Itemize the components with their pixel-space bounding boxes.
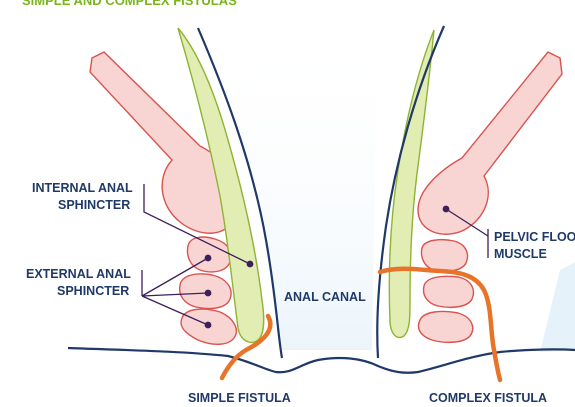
pelvic-floor-leader-line: [445, 208, 489, 237]
external-sphincter-label-group: EXTERNAL ANAL SPHINCTER: [26, 254, 212, 329]
right-external-sphincter-bottom: [417, 310, 474, 344]
complex-fistula-tract: [377, 266, 503, 383]
left-canal-fill: [198, 30, 376, 350]
internal-sphincter-pointer-dot: [246, 260, 254, 268]
right-external-sphincter-top: [420, 239, 469, 272]
right-edge-shading: [540, 262, 575, 352]
simple-fistula-tract: [219, 313, 273, 381]
pelvic-floor-label-line1: PELVIC FLOO: [494, 230, 575, 244]
external-sphincter-dot-3: [204, 321, 212, 329]
external-sphincter-leader-2: [141, 292, 209, 297]
simple-fistula-caption: SIMPLE FISTULA: [188, 391, 291, 405]
right-anatomy: [376, 25, 575, 359]
internal-sphincter-label-line1: INTERNAL ANAL: [32, 181, 133, 195]
pelvic-floor-label-group: PELVIC FLOO MUSCLE: [442, 205, 575, 261]
left-canal-wall: [196, 27, 284, 359]
skin-line: [67, 346, 575, 374]
right-pelvic-floor-muscle: [417, 51, 563, 235]
internal-sphincter-label-group: INTERNAL ANAL SPHINCTER: [32, 181, 254, 268]
right-canal-wall: [376, 25, 446, 359]
pelvic-floor-label-line2: MUSCLE: [494, 247, 547, 261]
external-sphincter-label-line2: SPHINCTER: [57, 284, 129, 298]
anal-canal-label: ANAL CANAL: [284, 290, 366, 304]
internal-sphincter-label-line2: SPHINCTER: [58, 198, 130, 212]
complex-fistula-caption: COMPLEX FISTULA: [429, 391, 547, 405]
left-anatomy: [89, 27, 376, 359]
pelvic-floor-pointer-dot: [442, 205, 450, 213]
external-sphincter-dot-1: [204, 254, 212, 262]
external-sphincter-leader-3: [141, 295, 209, 326]
body-outline: [67, 346, 575, 374]
right-external-sphincter-middle: [422, 275, 475, 308]
diagram-title: SIMPLE AND COMPLEX FISTULAS: [22, 0, 237, 8]
external-sphincter-label-line1: EXTERNAL ANAL: [26, 267, 131, 281]
external-sphincter-leader-1: [141, 257, 209, 297]
internal-sphincter-leader-line: [143, 184, 251, 265]
external-sphincter-dot-2: [204, 289, 212, 297]
